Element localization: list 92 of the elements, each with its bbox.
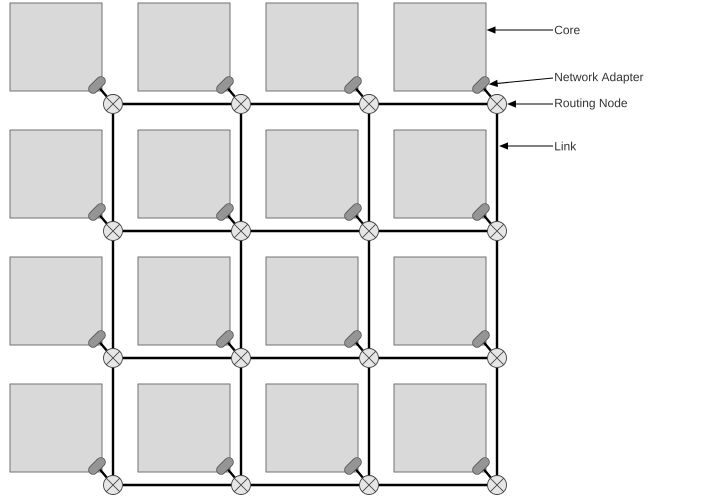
adapter-capsule (216, 330, 234, 348)
core-box (138, 130, 230, 218)
core-box (10, 130, 102, 218)
link-line (122, 484, 232, 486)
label-text: Link (555, 142, 576, 150)
link-line (240, 368, 242, 476)
router-circle (103, 475, 123, 495)
connector-line (227, 342, 236, 352)
router-circle (359, 94, 379, 114)
core-box (394, 130, 486, 218)
link-line (112, 368, 114, 476)
link-line (378, 102, 488, 106)
adapter-capsule (216, 76, 234, 94)
connector-line (483, 468, 492, 478)
core-box (10, 384, 102, 472)
connector-line (355, 88, 364, 98)
connector-line (483, 342, 492, 352)
adapter-capsule (344, 203, 362, 221)
link-line (250, 356, 360, 360)
adapter-capsule (88, 203, 106, 221)
link-line (122, 356, 232, 360)
link-line (378, 484, 488, 486)
adapter-capsule (88, 76, 106, 94)
core-box (266, 2, 358, 92)
connector-line (483, 88, 492, 98)
link-line (112, 240, 114, 348)
core-box (394, 2, 486, 92)
connector-line (483, 214, 492, 224)
adapter-capsule (344, 76, 362, 94)
label-text: Core (554, 26, 580, 34)
core-box (394, 384, 486, 472)
link-line (250, 484, 360, 486)
label-text: Routing Node (555, 98, 628, 110)
link-line (496, 240, 498, 348)
connector-line (355, 342, 364, 352)
core-box (266, 384, 358, 472)
core-box (10, 256, 102, 346)
connector-line (227, 214, 236, 224)
adapter-capsule (344, 330, 362, 348)
link-line (112, 114, 114, 222)
link-line (240, 240, 242, 348)
adapter-capsule (216, 457, 234, 475)
label-text: Network Adapter (555, 72, 644, 84)
link-line (122, 230, 232, 232)
router-circle (487, 94, 507, 114)
router-circle (231, 221, 251, 241)
connector-line (99, 214, 108, 224)
connector-line (227, 88, 236, 98)
router-circle (359, 221, 379, 241)
adapter-capsule (472, 457, 490, 475)
link-line (122, 102, 232, 106)
adapter-capsule (344, 457, 362, 475)
router-circle (231, 348, 251, 368)
router-circle (103, 221, 123, 241)
connector-line (227, 468, 236, 478)
connector-line (99, 468, 108, 478)
core-box (138, 256, 230, 346)
link-line (250, 102, 360, 106)
adapter-capsule (472, 330, 490, 348)
link-line (496, 368, 498, 476)
core-box (138, 2, 230, 92)
link-line (368, 240, 370, 348)
router-circle (487, 348, 507, 368)
adapter-capsule (88, 457, 106, 475)
router-circle (231, 475, 251, 495)
core-box (266, 256, 358, 346)
connector-line (99, 342, 108, 352)
link-line (496, 114, 498, 222)
link-line (378, 230, 488, 232)
adapter-capsule (88, 330, 106, 348)
router-circle (359, 348, 379, 368)
adapter-capsule (472, 203, 490, 221)
link-line (240, 114, 242, 222)
link-line (368, 368, 370, 476)
link-line (250, 230, 360, 232)
router-circle (487, 475, 507, 495)
core-box (394, 256, 486, 346)
core-box (138, 384, 230, 472)
router-circle (487, 221, 507, 241)
router-circle (103, 94, 123, 114)
connector-line (355, 468, 364, 478)
router-circle (103, 348, 123, 368)
connector-line (355, 214, 364, 224)
core-box (266, 130, 358, 218)
router-circle (231, 94, 251, 114)
router-circle (359, 475, 379, 495)
adapter-capsule (472, 76, 490, 94)
adapter-capsule (216, 203, 234, 221)
core-box (10, 2, 102, 92)
connector-line (99, 88, 108, 98)
link-line (368, 114, 370, 222)
link-line (378, 356, 488, 360)
